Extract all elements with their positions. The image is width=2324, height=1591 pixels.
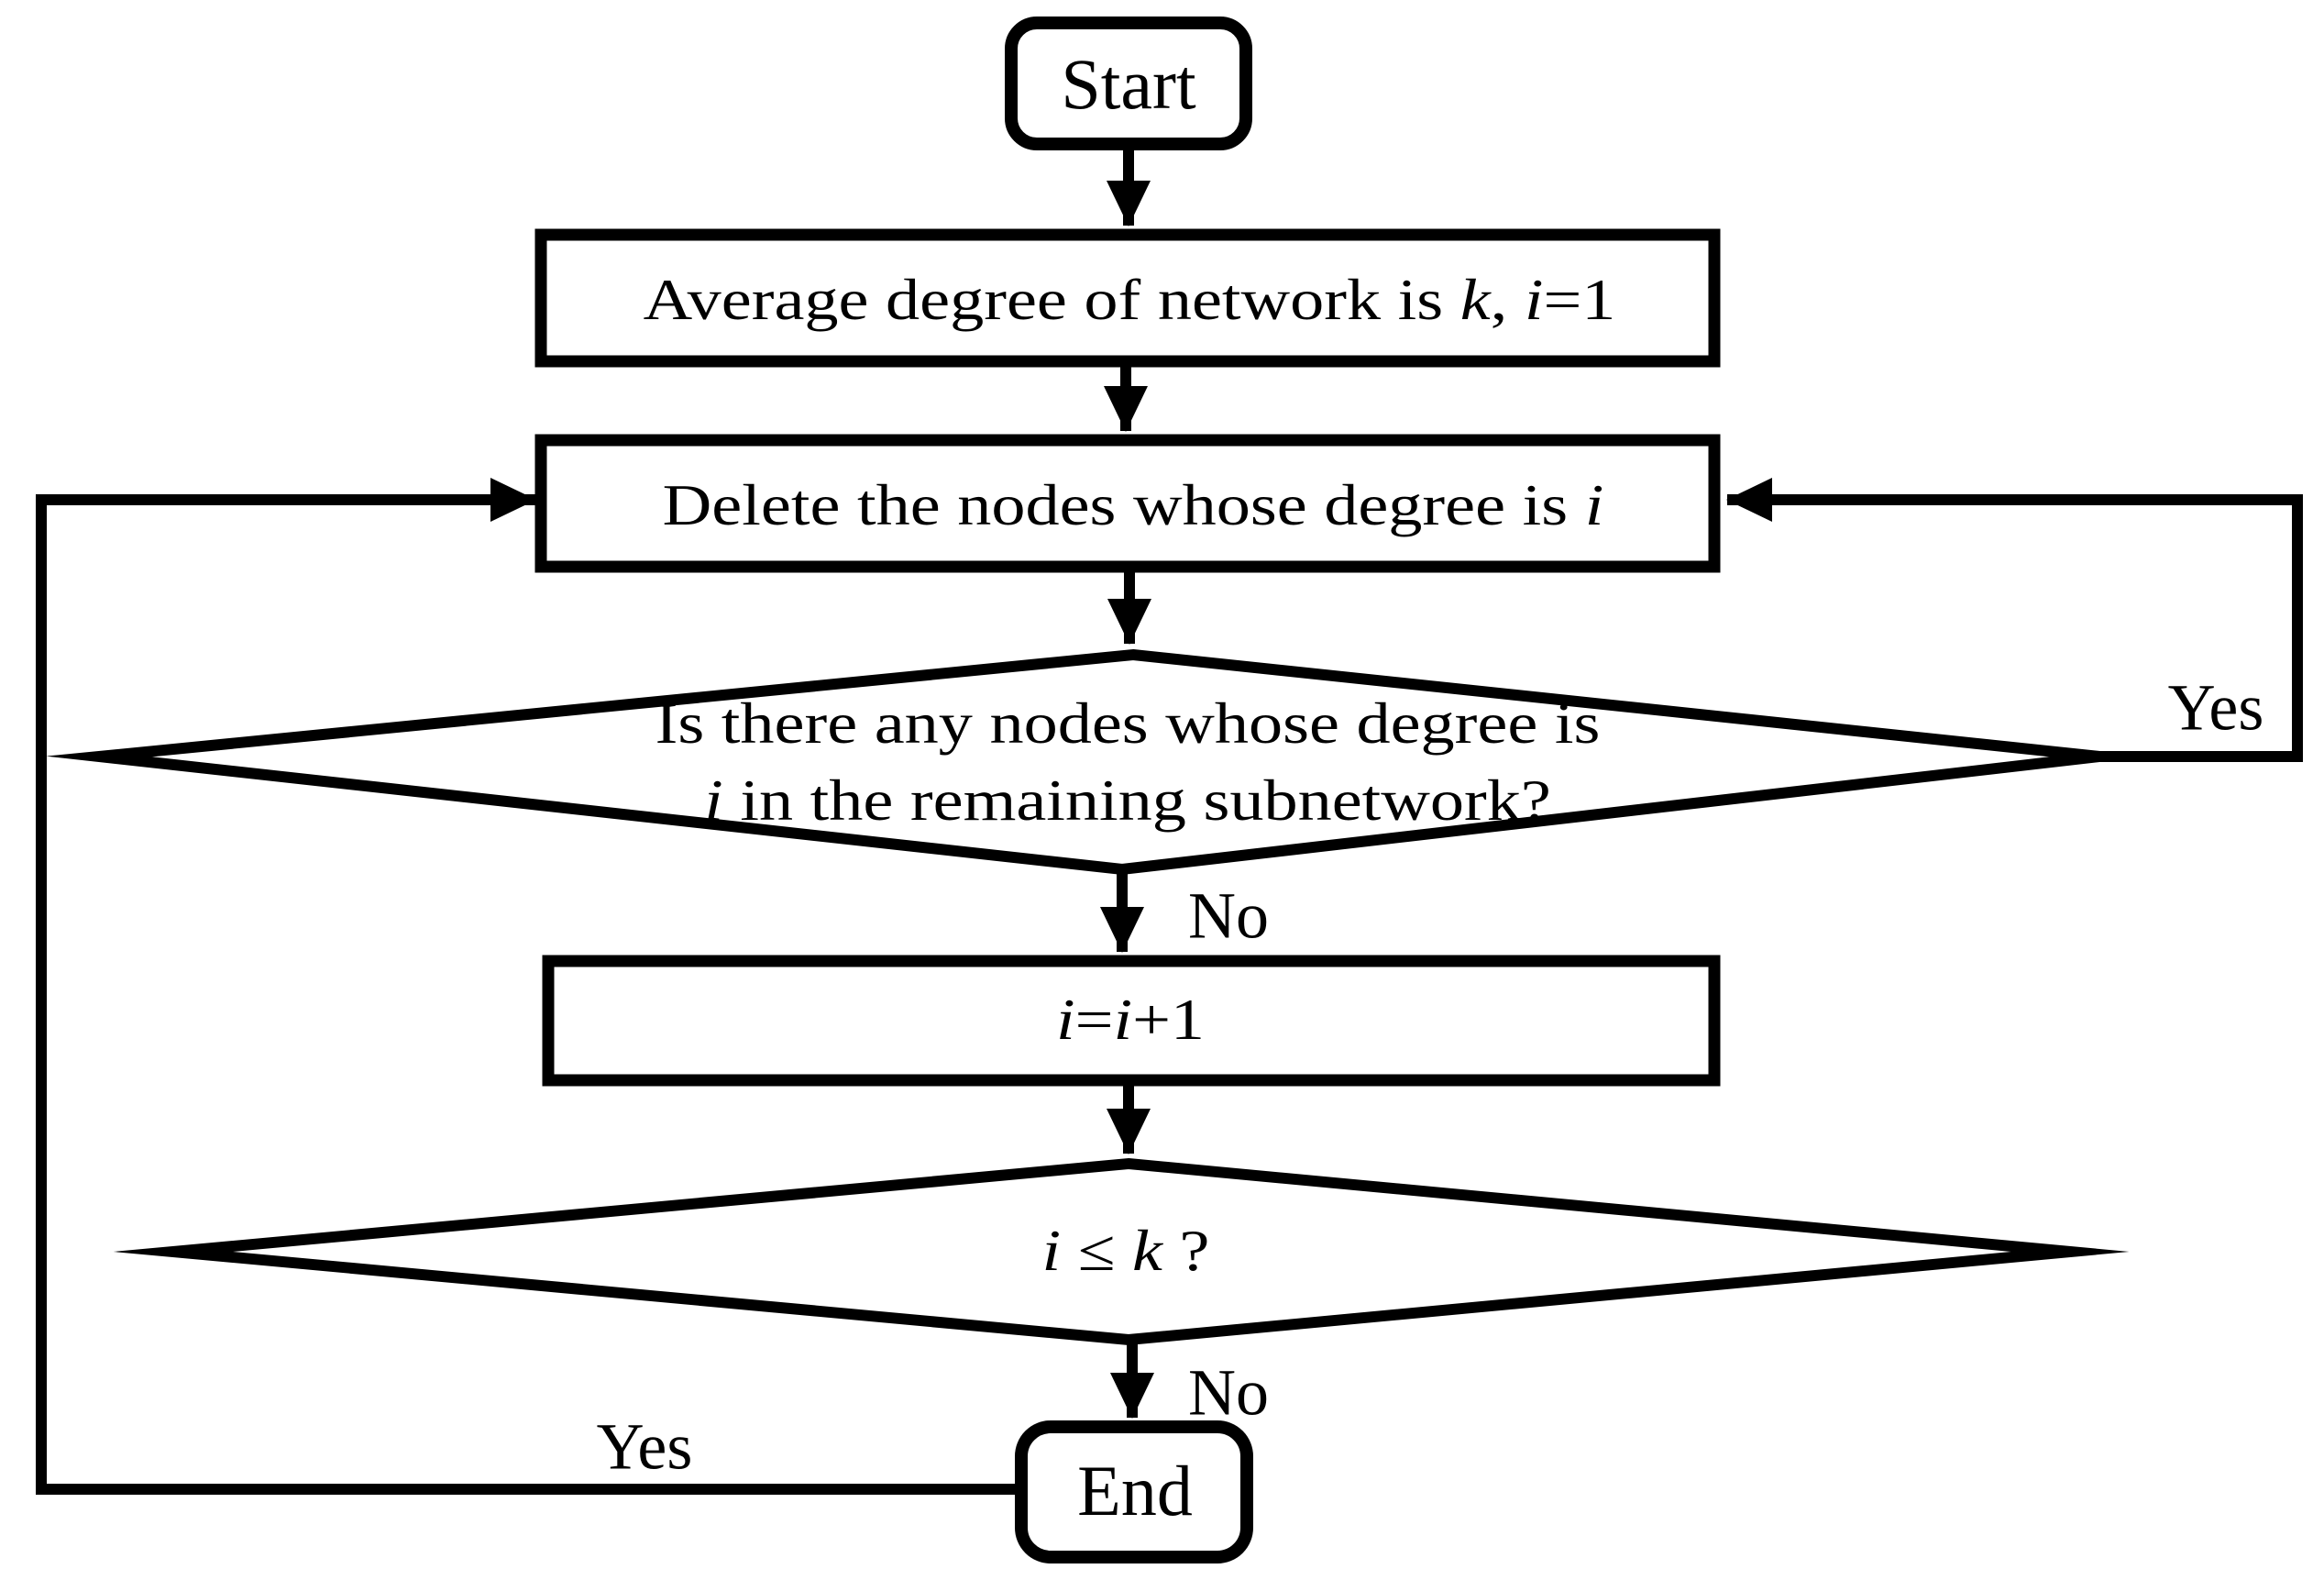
decision-remaining-shape — [46, 648, 2150, 876]
plain-text: , — [1490, 266, 1525, 332]
edge-label-yes-right: Yes — [2167, 670, 2264, 745]
variable-text: i — [704, 768, 723, 833]
edge-label-yes-bottom: Yes — [596, 1409, 693, 1484]
variable-text: i — [1524, 266, 1544, 332]
start-node-shape — [1005, 17, 1252, 150]
variable-text: i — [1041, 1217, 1062, 1283]
plain-text: in the remaining subnetwork? — [722, 768, 1551, 833]
init-node-label: Average degree of network is k, i=1 — [643, 266, 1616, 332]
variable-text: k — [1132, 1217, 1162, 1283]
delete-node-shape — [534, 434, 1721, 573]
end-node-shape — [1015, 1420, 1253, 1563]
variable-text: k — [1459, 266, 1491, 332]
decision-remaining-line1: Is there any nodes whose degree is — [655, 685, 1601, 762]
decision-k-label: i ≤ k ? — [1041, 1217, 1210, 1283]
edge-label-no-bottom: No — [1188, 1355, 1269, 1430]
delete-node-label: Delete the nodes whose degree is i — [662, 471, 1604, 537]
decision-remaining-line2: i in the remaining subnetwork? — [655, 762, 1601, 839]
plain-text: ? — [1162, 1217, 1210, 1283]
init-node-shape — [534, 228, 1721, 368]
plain-text: = — [1074, 986, 1114, 1052]
variable-text: i — [1055, 986, 1075, 1052]
end-node-label: End — [1077, 1451, 1193, 1531]
plain-text: ≤ — [1061, 1217, 1133, 1283]
plain-text: +1 — [1132, 986, 1206, 1052]
edge-yes-loop-left — [36, 478, 1027, 1495]
start-node-label: Start — [1061, 44, 1196, 125]
plain-text: Delete the nodes whose degree is — [662, 471, 1585, 537]
decision-k-shape — [113, 1157, 2130, 1346]
variable-text: i — [1584, 471, 1604, 537]
decision-remaining-label: Is there any nodes whose degree is i in … — [655, 685, 1601, 839]
variable-text: i — [1113, 986, 1133, 1052]
plain-text: Average degree of network is — [643, 266, 1460, 332]
increment-node-label: i=i+1 — [1055, 986, 1206, 1052]
plain-text: Is there any nodes whose degree is — [655, 691, 1601, 756]
edge-label-no-top: No — [1188, 878, 1269, 953]
edge-yes-loop-right — [1726, 478, 2303, 762]
plain-text: =1 — [1543, 266, 1616, 332]
increment-node-shape — [542, 955, 1721, 1087]
